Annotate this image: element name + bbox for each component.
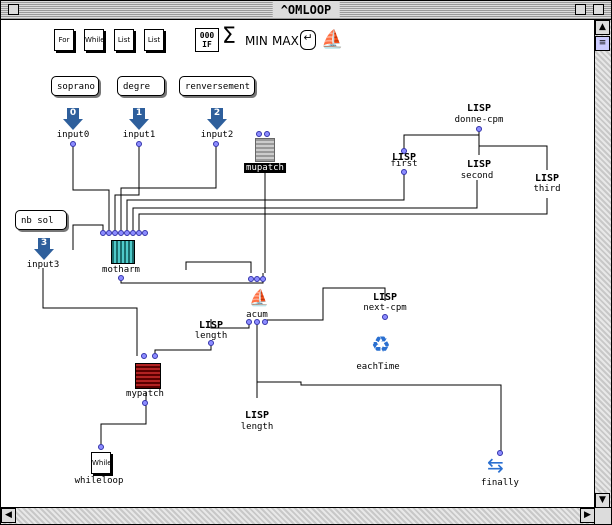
input0-label: input0: [56, 130, 90, 140]
outlet-point[interactable]: [401, 169, 407, 175]
outlet-point[interactable]: [213, 141, 219, 147]
lisp-length-tag: LISP: [198, 320, 224, 331]
inlet-point[interactable]: [497, 450, 503, 456]
list-loop-2-icon[interactable]: List: [144, 29, 164, 51]
length2-label[interactable]: length: [240, 422, 274, 432]
lisp-first-tag: LISP: [391, 152, 417, 163]
while-loop-icon[interactable]: While: [84, 29, 105, 51]
next-cpm-label[interactable]: next-cpm: [363, 303, 407, 313]
donne-cpm-label[interactable]: donne-cpm: [454, 115, 504, 125]
lisp-donne-cpm-tag: LISP: [466, 103, 492, 114]
outlet-point[interactable]: [254, 319, 260, 325]
lisp-next-cpm-tag: LISP: [372, 292, 398, 303]
comment-degre[interactable]: degre: [117, 76, 165, 96]
scroll-down-arrow-icon[interactable]: ▼: [595, 493, 610, 508]
whileloop-label: whileloop: [74, 476, 124, 486]
inlet-point[interactable]: [256, 131, 262, 137]
inlet-point[interactable]: [118, 230, 124, 236]
accum-loop-icon[interactable]: ↵: [300, 30, 316, 50]
outlet-point[interactable]: [208, 340, 214, 346]
sum-icon[interactable]: Σ: [222, 24, 236, 49]
inlet-point[interactable]: [130, 230, 136, 236]
outlet-point[interactable]: [136, 141, 142, 147]
close-box[interactable]: [8, 4, 19, 15]
comment-nb-sol[interactable]: nb sol: [15, 210, 67, 230]
for-loop-icon[interactable]: For: [54, 29, 74, 51]
acum-icon[interactable]: ⛵: [249, 288, 269, 307]
motharm-icon[interactable]: [111, 240, 135, 264]
input1-label: input1: [122, 130, 156, 140]
inlet-point[interactable]: [100, 230, 106, 236]
mupatch-icon[interactable]: [255, 138, 275, 162]
outlet-point[interactable]: [70, 141, 76, 147]
comment-renversement[interactable]: renversement: [179, 76, 255, 96]
scroll-thumb[interactable]: ≡: [595, 36, 610, 51]
mypatch-label: mypatch: [126, 389, 164, 399]
title-bar[interactable]: ^OMLOOP: [1, 1, 611, 20]
inlet-point[interactable]: [98, 444, 104, 450]
first-label[interactable]: first: [390, 159, 418, 169]
collapse-box[interactable]: [593, 4, 604, 15]
finally-icon[interactable]: ⇆: [487, 453, 504, 477]
list-loop-icon[interactable]: List: [114, 29, 134, 51]
min-icon[interactable]: MIN: [245, 34, 268, 48]
lisp-third-tag: LISP: [534, 173, 560, 184]
recycle-icon[interactable]: ♻: [371, 333, 391, 358]
inlet-point[interactable]: [248, 276, 254, 282]
window-title: ^OMLOOP: [272, 2, 340, 18]
outlet-point[interactable]: [246, 319, 252, 325]
mupatch-label: mupatch: [244, 163, 286, 173]
scroll-left-arrow-icon[interactable]: ◀: [1, 508, 16, 523]
inlet-point[interactable]: [152, 353, 158, 359]
max-icon[interactable]: MAX: [272, 34, 299, 48]
input3-label: input3: [26, 260, 60, 270]
input2-label: input2: [200, 130, 234, 140]
acum-label: acum: [246, 310, 268, 320]
inlet-point[interactable]: [136, 230, 142, 236]
inlet-point[interactable]: [254, 276, 260, 282]
inlet-point[interactable]: [141, 353, 147, 359]
outlet-point[interactable]: [382, 314, 388, 320]
inlet-point[interactable]: [124, 230, 130, 236]
third-label[interactable]: third: [533, 184, 561, 194]
outlet-point[interactable]: [262, 319, 268, 325]
resize-grip-icon[interactable]: [594, 507, 611, 524]
mypatch-icon[interactable]: [135, 363, 161, 389]
input2-arrow-icon[interactable]: 2: [207, 108, 227, 130]
second-label[interactable]: second: [460, 171, 494, 181]
scroll-up-arrow-icon[interactable]: ▲: [595, 20, 610, 35]
inlet-point[interactable]: [142, 230, 148, 236]
horizontal-scrollbar[interactable]: ◀ ▶: [1, 507, 595, 524]
eachtime-label: eachTime: [356, 362, 400, 372]
whileloop-icon[interactable]: While: [91, 452, 112, 474]
inlet-point[interactable]: [260, 276, 266, 282]
outlet-point[interactable]: [476, 126, 482, 132]
comment-soprano[interactable]: soprano: [51, 76, 99, 96]
inlet-point[interactable]: [112, 230, 118, 236]
vertical-scrollbar[interactable]: ▲ ≡ ▼: [594, 20, 611, 508]
scroll-right-arrow-icon[interactable]: ▶: [580, 508, 595, 523]
inlet-point[interactable]: [264, 131, 270, 137]
collect-icon[interactable]: ⛵: [321, 29, 344, 50]
inlet-point[interactable]: [106, 230, 112, 236]
zoom-box[interactable]: [575, 4, 586, 15]
motharm-label: motharm: [102, 265, 140, 275]
lisp-second-tag: LISP: [466, 159, 492, 170]
finally-label: finally: [481, 478, 519, 488]
input0-arrow-icon[interactable]: 0: [63, 108, 83, 130]
inlet-point[interactable]: [401, 148, 407, 154]
input3-arrow-icon[interactable]: 3: [34, 238, 54, 260]
length-label[interactable]: length: [194, 331, 228, 341]
outlet-point[interactable]: [118, 275, 124, 281]
input1-arrow-icon[interactable]: 1: [129, 108, 149, 130]
outlet-point[interactable]: [142, 400, 148, 406]
lisp-length2-tag: LISP: [244, 410, 270, 421]
